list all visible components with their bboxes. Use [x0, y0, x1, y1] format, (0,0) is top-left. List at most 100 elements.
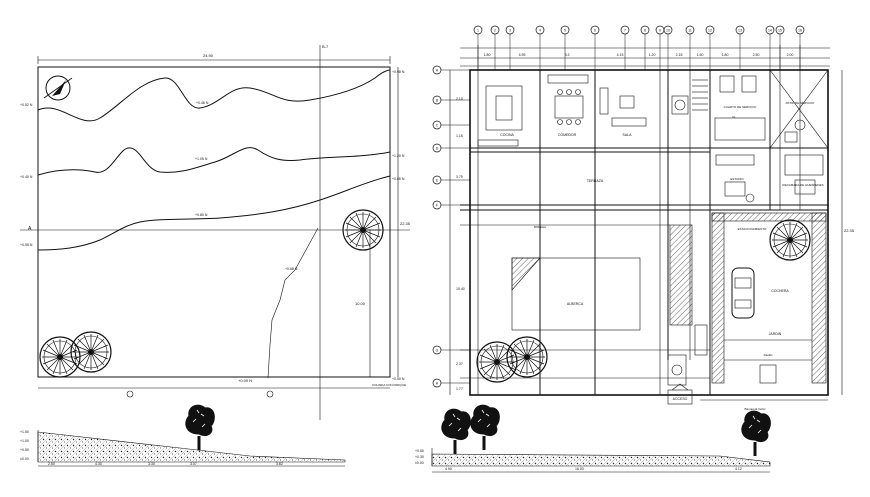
- dimension-label: 2.50: [753, 53, 760, 57]
- profile-level: +0.30: [415, 455, 424, 459]
- dimension-label: 10.40: [456, 287, 465, 291]
- corner-label: +0.55 N: [20, 243, 33, 247]
- room-label: ACCESO: [673, 397, 688, 401]
- room-label: COCINA: [500, 133, 514, 137]
- grid-label: A: [436, 68, 439, 72]
- grid-label: B: [436, 98, 439, 102]
- profile-dim: 4.30: [95, 462, 102, 466]
- grid-label: 11: [688, 29, 692, 33]
- contour-label: +0.98 N: [392, 70, 405, 74]
- grid-bubble: 13: [735, 25, 745, 70]
- profile-level: +1.00: [20, 439, 29, 443]
- site-profile: +1.50 +1.00 +0.50 ±0.00 2.50 4.30 3.30 3…: [20, 404, 346, 467]
- tree-elevation-icon: [470, 404, 500, 451]
- tree-icon: [70, 331, 112, 373]
- grid-bubble: D: [432, 143, 470, 153]
- site-right-height: 22.35: [400, 221, 411, 226]
- contour-label: +1.05 N: [195, 157, 208, 161]
- tree-elevation-icon: [185, 404, 215, 451]
- room-label: CUARTO DE SERVICIO: [724, 105, 757, 109]
- contour-label: +0.68 N: [285, 267, 298, 271]
- tree-icon: [506, 336, 548, 378]
- profile-dim: 4.90: [445, 467, 452, 471]
- contour-line: [37, 175, 391, 251]
- dimension-label: 1.20: [649, 53, 656, 57]
- grid-label: 4: [539, 29, 541, 33]
- grid-bubble: 10: [663, 25, 673, 70]
- grid-label: 12: [708, 29, 712, 33]
- room-label: ESTUDIO: [730, 177, 744, 181]
- profile-level: +1.50: [20, 430, 29, 434]
- contour-label: +0.65 N: [392, 177, 405, 181]
- grid-label: 9: [659, 29, 661, 33]
- north-arrow-icon: [43, 75, 73, 101]
- grid-label: 2: [494, 29, 496, 33]
- dimension-label: 2.37: [456, 362, 463, 366]
- car-icon: [731, 267, 755, 319]
- grid-bubble: 3: [505, 25, 515, 70]
- room-label: CL: [732, 115, 736, 119]
- site-top-width: 24.90: [203, 53, 214, 58]
- grid-bubble: 7: [620, 25, 630, 70]
- grid-label: 5: [564, 29, 566, 33]
- grid-label: 16: [798, 29, 802, 33]
- site-bottom-label: +0.00 N: [238, 378, 252, 383]
- grid-bubble: 2: [490, 25, 500, 70]
- room-label: RECAMARA DE HUESPEDES: [782, 183, 823, 187]
- site-axis-marker: B-7: [322, 44, 329, 49]
- profile-dim: 3.82: [276, 462, 283, 466]
- profile-level: ±0.00: [20, 457, 29, 461]
- profile-level: +0.60: [415, 449, 424, 453]
- grid-bubble: E: [432, 175, 470, 185]
- site-plan: 24.90 B-7 A +0.00 N 22.35 10.00 +0.46 N …: [20, 44, 411, 420]
- grid-label: 3: [509, 29, 511, 33]
- grid-bubble: 12: [705, 25, 715, 70]
- dimension-label: 4.15: [617, 53, 624, 57]
- grid-label: 1: [477, 29, 479, 33]
- dimension-label: 1.15: [456, 134, 463, 138]
- room-label: TERRAZA: [587, 179, 604, 183]
- dimension-label: 1.50: [697, 53, 704, 57]
- dimension-label: 1.80: [722, 53, 729, 57]
- room-label: ESTACIONAMIENTO: [738, 227, 767, 231]
- corner-label: +0.40 N: [20, 175, 33, 179]
- dimension-label: 2.15: [676, 53, 683, 57]
- room-label: Pasillo: [764, 353, 773, 357]
- grid-label: 8: [644, 29, 646, 33]
- site-bottom-right-label: COLINDA CON PARQUE: [372, 383, 406, 387]
- room-label: JARDIN: [769, 332, 782, 336]
- room-label: BODEGA: [534, 225, 546, 229]
- corner-label: +0.50 N: [392, 377, 405, 381]
- grid-bubble: 4: [535, 25, 545, 70]
- room-label: PATIO DE SERVICIO: [786, 101, 815, 105]
- grid-label: C: [436, 123, 439, 127]
- grid-bubble: 8: [640, 25, 650, 70]
- grid-label: 10: [666, 29, 670, 33]
- grid-label: E: [436, 178, 439, 182]
- tree-icon: [769, 219, 811, 261]
- tree-elevation-icon: [441, 408, 471, 455]
- room-label: Banqueta Vehic: [744, 407, 766, 411]
- grid-label: H: [436, 381, 439, 385]
- grid-label: F: [436, 203, 438, 207]
- stairs: [692, 79, 708, 111]
- tree-icon: [39, 336, 81, 378]
- site-lower-axis-marker: A: [28, 226, 32, 232]
- grid-label: 15: [778, 29, 782, 33]
- grid-label: D: [436, 146, 439, 150]
- profile-dim: 16.00: [575, 467, 584, 471]
- grid-bubble: H: [432, 378, 470, 388]
- tree-elevation-icon: [741, 410, 771, 457]
- grid-label: 13: [738, 29, 742, 33]
- profile-dim: 2.50: [48, 462, 55, 466]
- dimension-label: 1.80: [484, 53, 491, 57]
- grid-label: 7: [624, 29, 626, 33]
- profile-dim: 4.12: [735, 467, 742, 471]
- profile-level: +0.50: [20, 448, 29, 452]
- profile-dim: 3.30: [148, 462, 155, 466]
- grid-bubble: B: [432, 95, 470, 105]
- dimension-label: 2.00: [787, 53, 794, 57]
- room-label: COMEDOR: [558, 133, 577, 137]
